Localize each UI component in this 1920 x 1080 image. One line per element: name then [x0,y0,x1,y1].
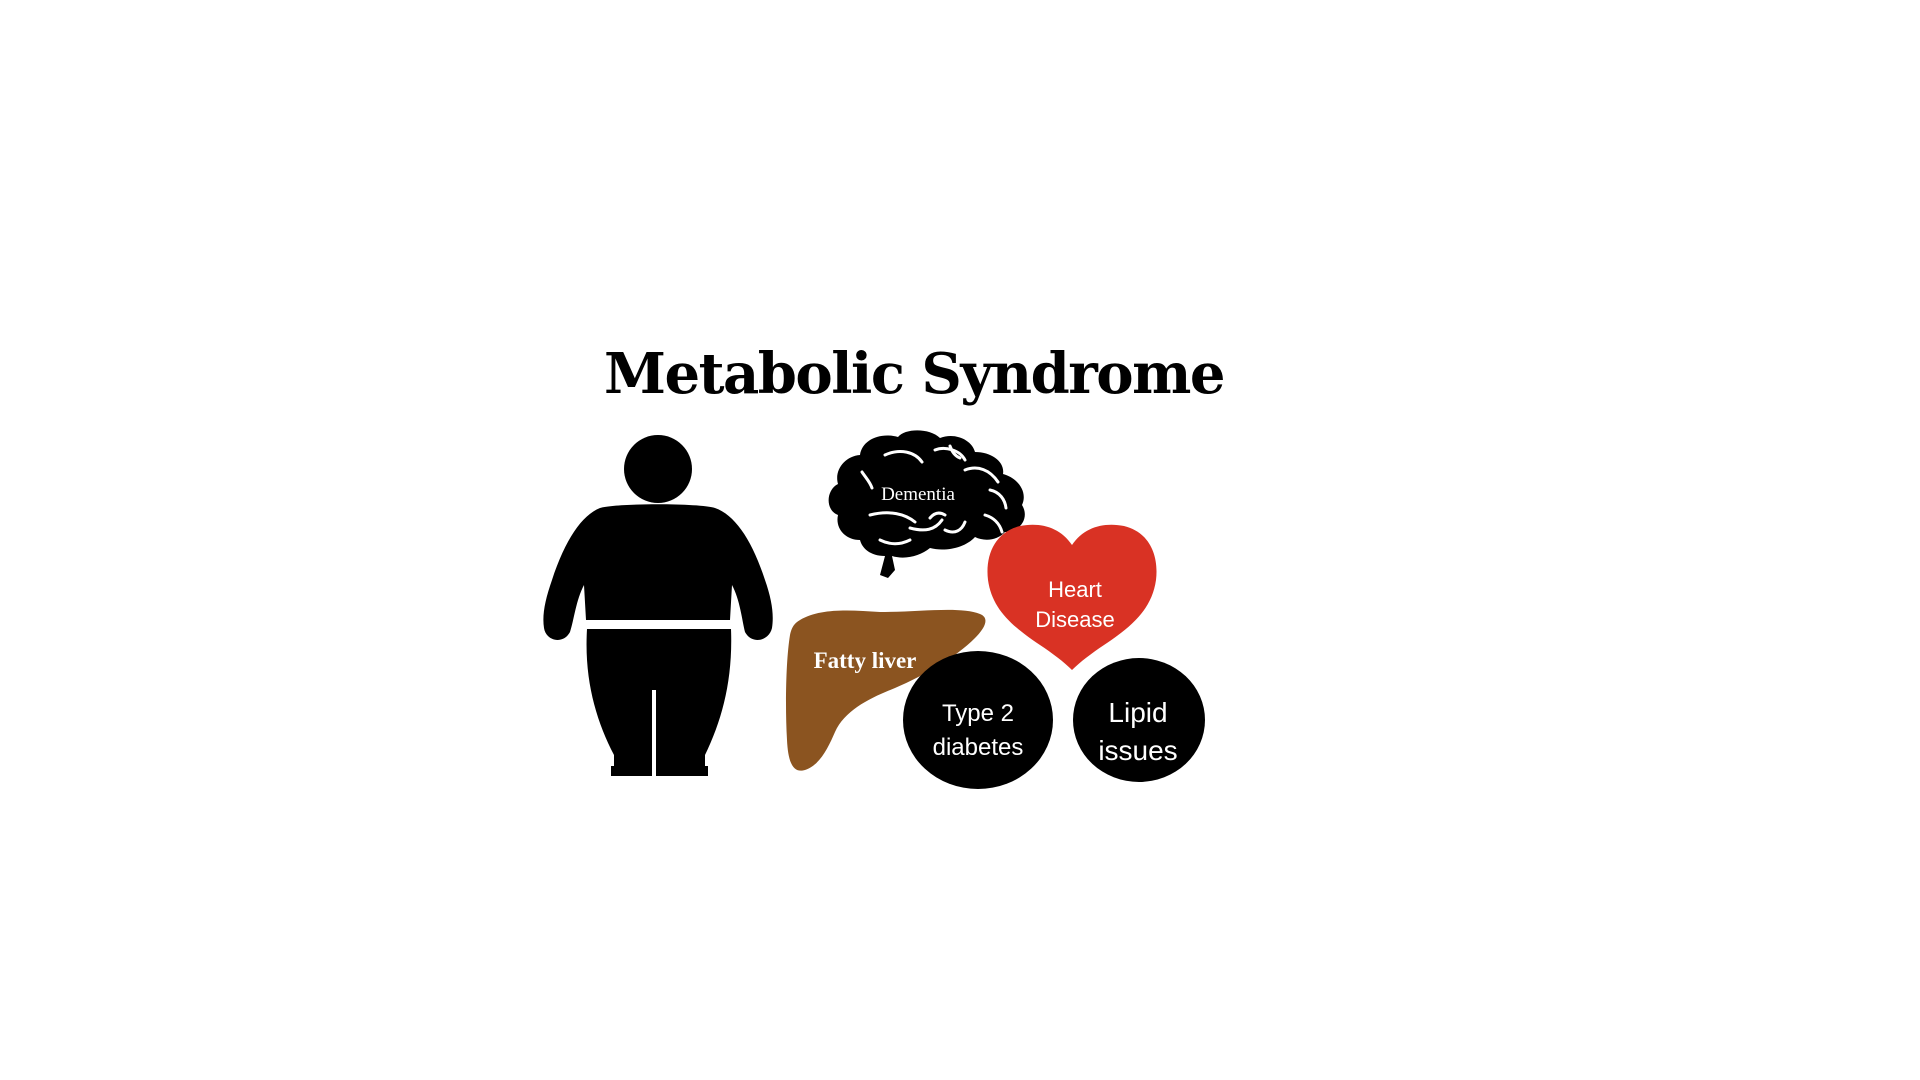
type2-diabetes-label: Type 2 diabetes [918,697,1038,765]
dementia-label: Dementia [881,484,955,505]
obese-person-icon [543,435,773,776]
heart-disease-label: Heart Disease [1010,575,1140,635]
diabetes-circle-icon [903,651,1053,789]
lipid-issues-label-line2: issues [1098,735,1178,766]
fatty-liver-label: Fatty liver [813,648,917,673]
type2-diabetes-label-line1: Type 2 [941,700,1015,727]
heart-icon [987,524,1157,670]
brain-icon [828,430,1025,578]
liver-icon [786,609,986,771]
page-title: Metabolic Syndrome [604,341,1226,407]
heart-disease-label-line1: Heart [1048,577,1102,602]
lipid-circle-icon [1073,658,1205,782]
lipid-issues-label: Lipid issues [1078,694,1198,770]
lipid-issues-label-line1: Lipid [1108,697,1168,728]
type2-diabetes-label-line2: diabetes [932,734,1024,761]
heart-disease-label-line2: Disease [1035,607,1115,632]
